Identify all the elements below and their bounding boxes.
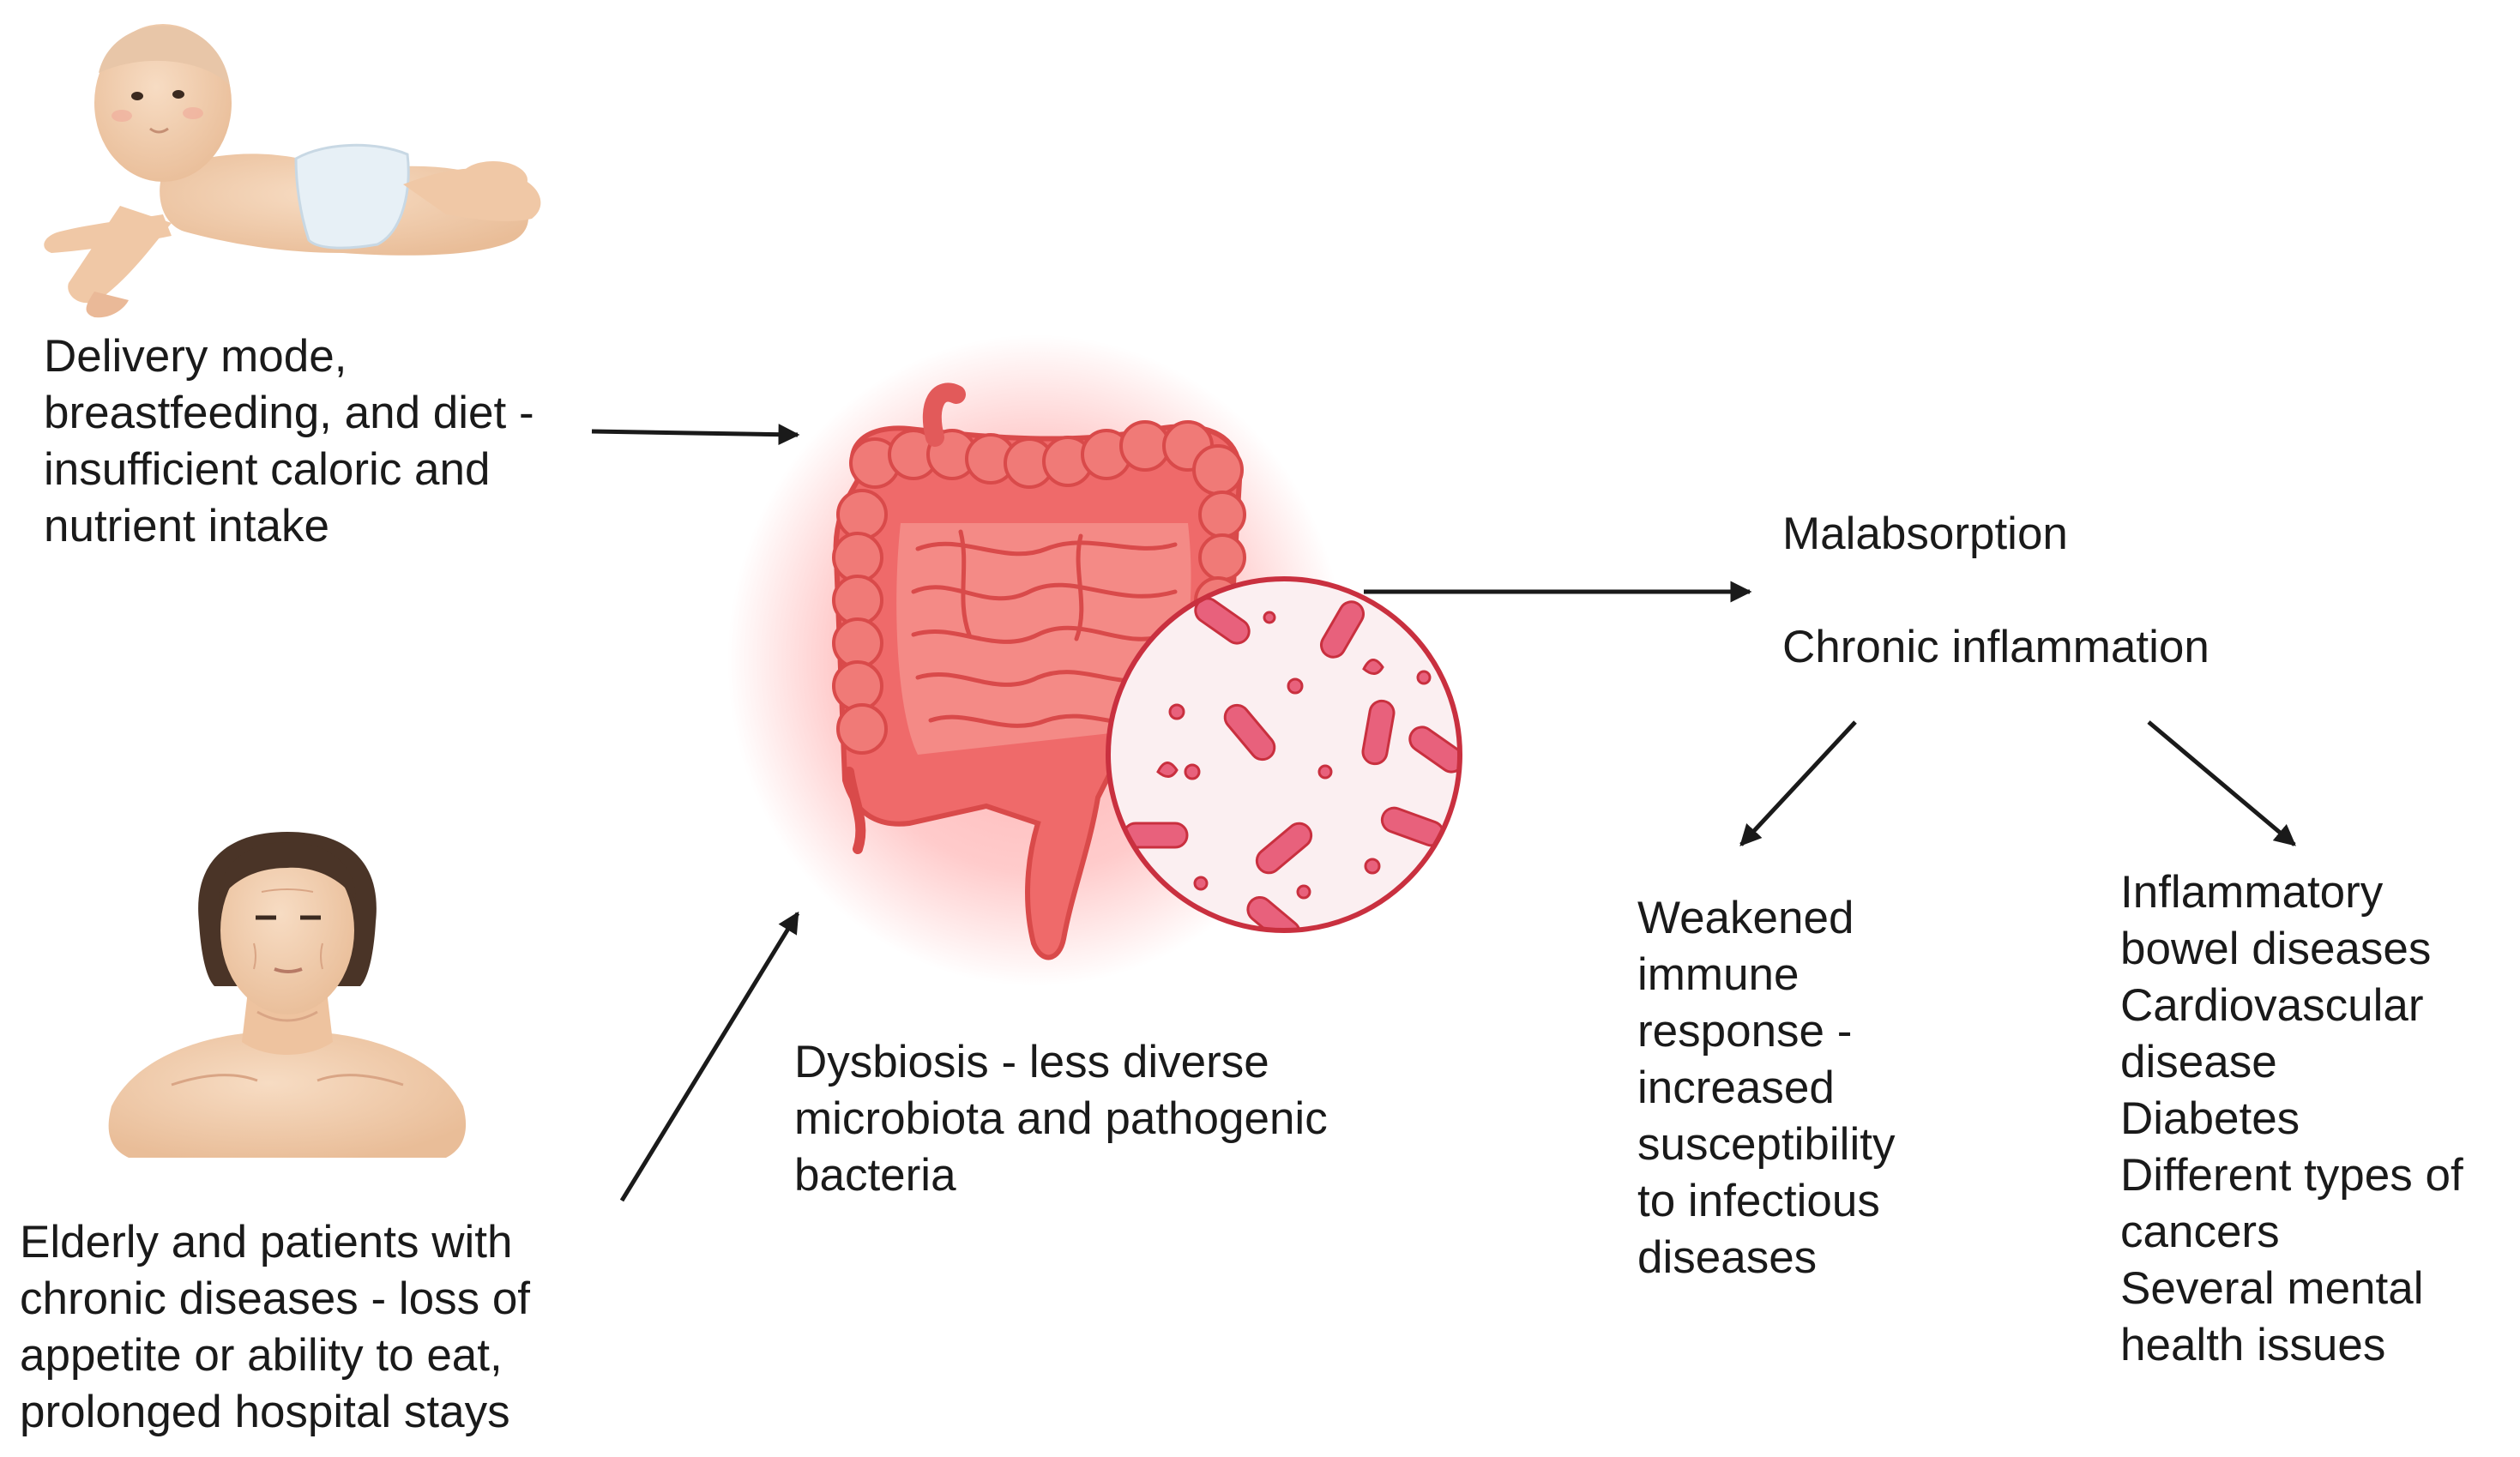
infant-caption-line: Delivery mode, (44, 331, 347, 382)
weakened-immunity-caption: Weakened immune response - increased sus… (1637, 890, 1895, 1286)
bacteria-magnifier (1106, 576, 1462, 933)
immunity-caption-line: Weakened (1637, 893, 1854, 943)
arrow-infant-to-gut (591, 424, 800, 446)
disease-item-line: disease (2120, 1037, 2277, 1087)
arrow-to-weakened-immunity (1739, 720, 1857, 846)
disease-item-line: health issues (2120, 1320, 2386, 1370)
dysbiosis-caption: Dysbiosis - less diverse microbiota and … (794, 1034, 1328, 1204)
elderly-caption-line: Elderly and patients with (20, 1217, 513, 1267)
elderly-woman-illustration (108, 832, 467, 1158)
elderly-caption-line: prolonged hospital stays (20, 1387, 510, 1437)
infant-illustration (44, 24, 541, 318)
disease-item-line: Diabetes (2120, 1093, 2300, 1144)
outcome-chronic-inflammation: Chronic inflammation (1782, 622, 2210, 672)
dysbiosis-caption-line: microbiota and pathogenic (794, 1093, 1328, 1144)
disease-item-line: bowel diseases (2120, 924, 2432, 974)
immunity-caption-line: susceptibility (1637, 1119, 1896, 1170)
outcome-malabsorption: Malabsorption (1782, 509, 2068, 559)
disease-item-line: cancers (2120, 1207, 2280, 1257)
immunity-caption-line: to infectious (1637, 1176, 1880, 1226)
infant-caption-line: nutrient intake (44, 501, 329, 551)
disease-item-line: Several mental (2120, 1263, 2424, 1314)
dysbiosis-caption-line: bacteria (794, 1150, 956, 1201)
elderly-caption: Elderly and patients with chronic diseas… (20, 1214, 530, 1441)
immunity-caption-line: immune (1637, 949, 1800, 1000)
disease-item-line: Cardiovascular (2120, 980, 2424, 1031)
immunity-caption-line: increased (1637, 1063, 1835, 1113)
disease-item-line: Inflammatory (2120, 867, 2384, 918)
arrow-elderly-to-gut (619, 911, 800, 1202)
arrows (591, 424, 2296, 1202)
dysbiosis-caption-line: Dysbiosis - less diverse (794, 1037, 1269, 1087)
infant-caption-line: insufficient caloric and (44, 444, 491, 495)
arrow-to-diseases (2147, 720, 2296, 846)
elderly-caption-line: chronic diseases - loss of (20, 1273, 531, 1324)
elderly-caption-line: appetite or ability to eat, (20, 1330, 503, 1381)
disease-item-line: Different types of (2120, 1150, 2463, 1201)
infant-caption: Delivery mode, breastfeeding, and diet -… (44, 328, 534, 555)
infant-caption-line: breastfeeding, and diet - (44, 388, 534, 438)
immunity-caption-line: response - (1637, 1006, 1853, 1057)
diseases-list: Inflammatory bowel diseases Cardiovascul… (2120, 864, 2463, 1374)
immunity-caption-line: diseases (1637, 1232, 1818, 1283)
